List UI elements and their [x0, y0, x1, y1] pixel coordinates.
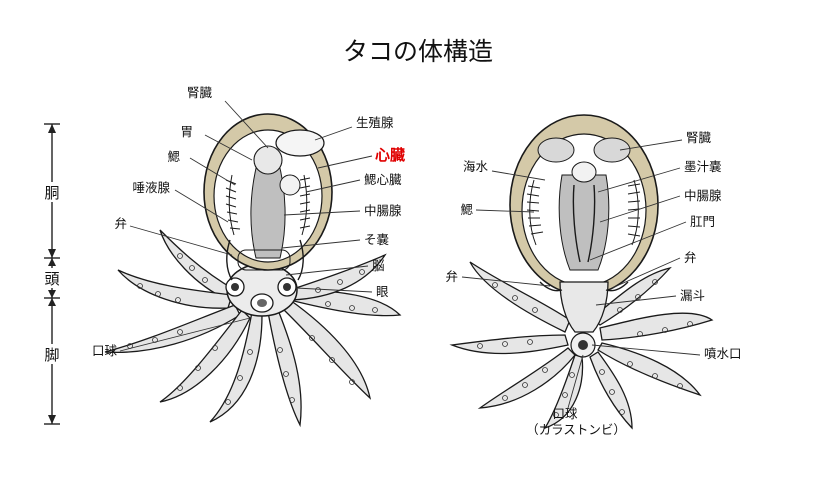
label-heart: 心臓	[375, 146, 405, 164]
label-midgut-gland-right: 中腸腺	[684, 188, 722, 203]
label-kidney-right: 腎臓	[686, 130, 712, 145]
label-anus: 肛門	[690, 214, 715, 229]
section-label-body: 胴	[44, 184, 59, 202]
left-leader-lines	[119, 100, 373, 352]
label-eye: 眼	[376, 284, 389, 299]
label-gill-left: 鰓	[167, 149, 180, 164]
section-label-head: 頭	[44, 270, 59, 288]
label-gonad: 生殖腺	[356, 115, 394, 130]
right-octopus-arms	[449, 261, 714, 430]
label-brain: 脳	[372, 258, 385, 273]
right-sucker-dots	[477, 279, 693, 418]
label-funnel: 漏斗	[680, 288, 705, 303]
label-ink-sac: 墨汁嚢	[684, 159, 722, 174]
label-valve-left: 弁	[114, 216, 127, 231]
label-mouth-ball-note: （カラストンビ）	[526, 422, 626, 437]
label-mouth-ball-left: 口球	[92, 343, 118, 358]
label-kidney-left: 腎臓	[187, 85, 213, 100]
label-crop: そ嚢	[364, 232, 390, 247]
label-gill-heart: 鰓心臓	[364, 172, 402, 187]
label-mouth-ball-right: 口球	[552, 406, 578, 421]
left-sucker-dots	[127, 253, 378, 405]
left-octopus-illustration	[104, 113, 402, 428]
label-seawater: 海水	[463, 159, 489, 174]
label-salivary-gland: 唾液腺	[132, 180, 170, 195]
label-midgut-gland-left: 中腸腺	[364, 203, 402, 218]
right-leader-lines	[461, 139, 701, 409]
section-label-arms: 脚	[44, 346, 59, 364]
diagram-title: タコの体構造	[343, 37, 493, 66]
right-octopus-illustration	[449, 114, 714, 430]
label-gill-right: 鰓	[460, 202, 473, 217]
label-valve-right-b: 弁	[684, 250, 697, 265]
label-valve-right-a: 弁	[445, 269, 458, 284]
label-jet-mouth: 噴水口	[704, 346, 742, 361]
label-stomach: 胃	[180, 124, 193, 139]
